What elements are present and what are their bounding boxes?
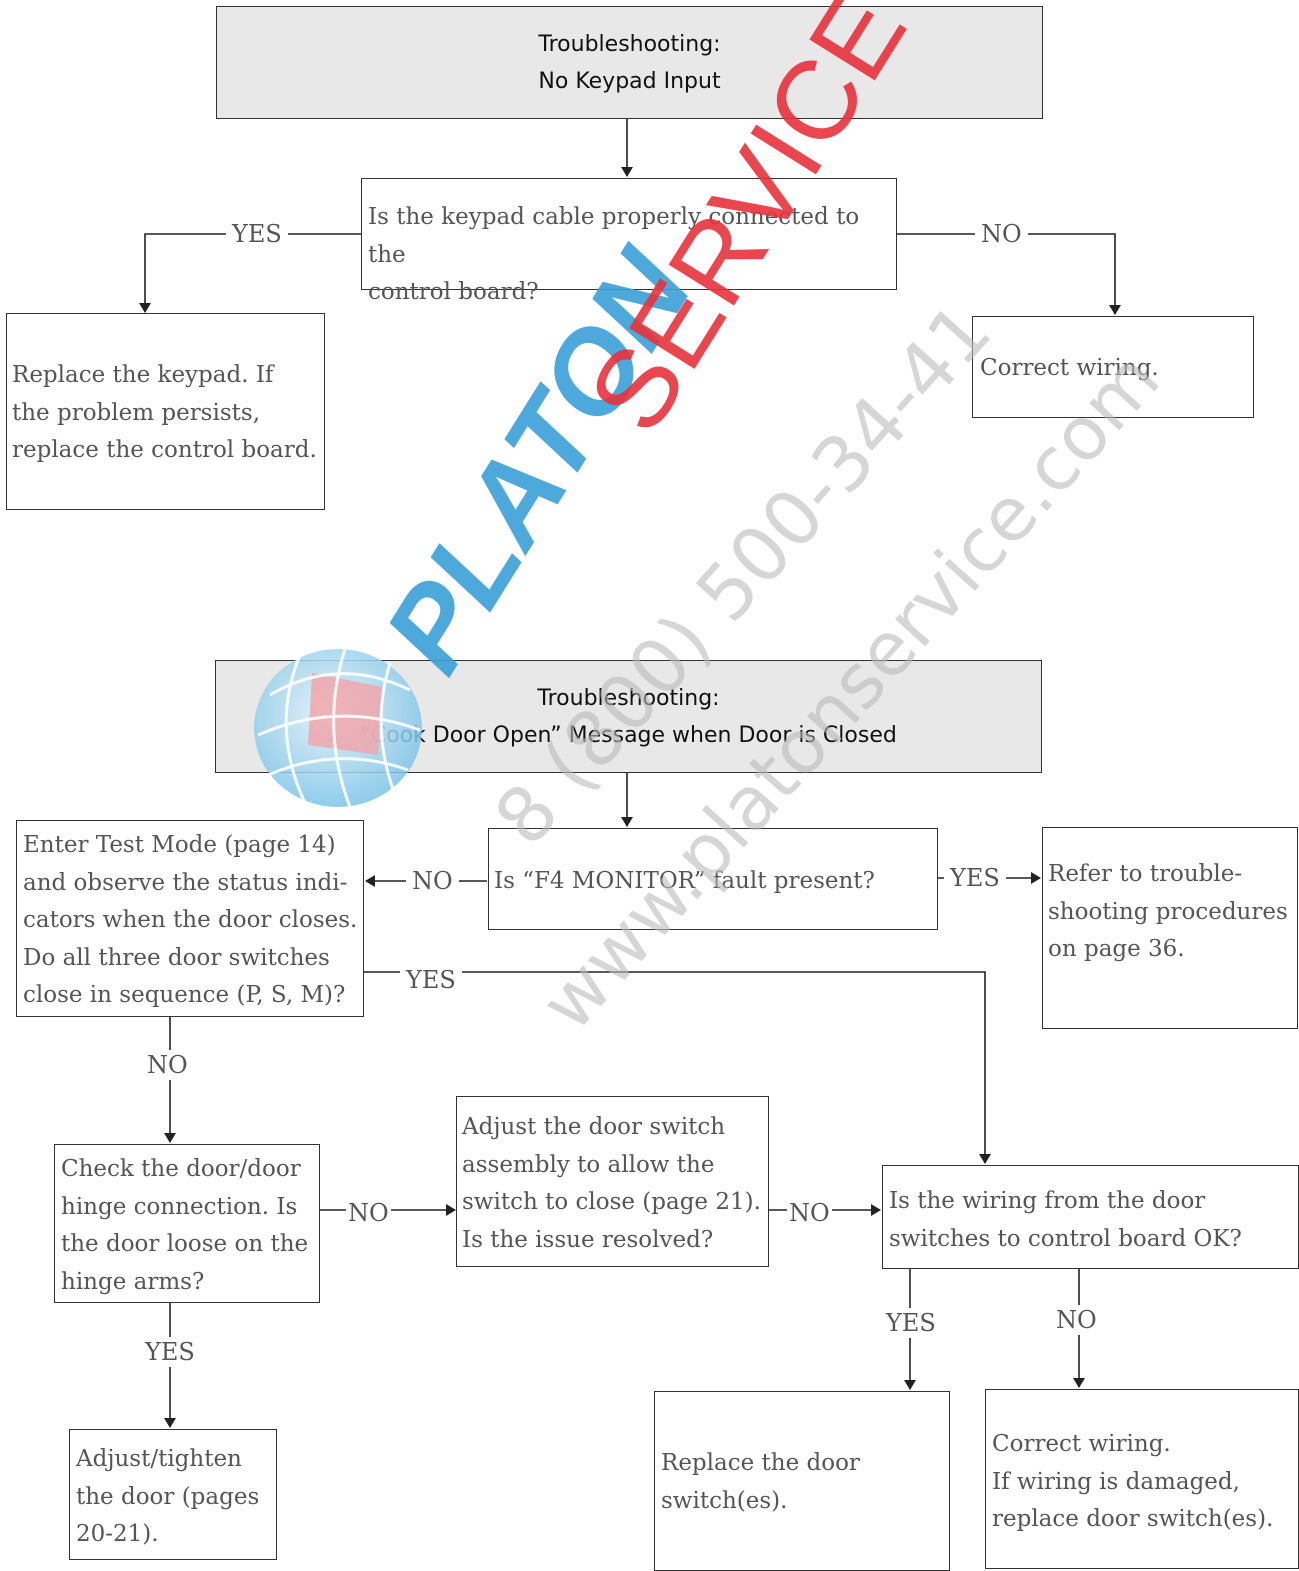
question-f4-monitor-text: Is “F4 MONITOR” fault present? [494,868,875,894]
question-door-hinge: Check the door/door hinge connection. Is… [54,1144,320,1303]
label-yes-f4: YES [944,863,1006,893]
label-no-q1: NO [975,219,1028,249]
label-no-wiring: NO [1050,1305,1103,1335]
action-replace-keypad-text: Replace the keypad. If the problem persi… [12,362,317,463]
action-correct-wiring: Correct wiring. [972,316,1254,418]
action-adjust-tighten-door: Adjust/tighten the door (pages 20-21). [69,1429,277,1560]
label-yes-test: YES [400,965,462,995]
label-yes-wiring: YES [880,1308,942,1338]
action-adjust-tighten-door-text: Adjust/tighten the door (pages 20-21). [76,1446,260,1547]
label-no-hinge: NO [346,1198,391,1228]
title2-line1: Troubleshooting: [537,685,720,711]
line-test-yes [364,971,991,1164]
question-wiring-ok-text: Is the wiring from the door switches to … [889,1188,1242,1252]
title-box-no-keypad: Troubleshooting: No Keypad Input [216,6,1043,119]
action-adjust-switch-text: Adjust the door switch assembly to allow… [462,1114,761,1253]
title2-line2: “Cook Door Open” Message when Door is Cl… [360,722,897,748]
action-replace-door-switch: Replace the door switch(es). [654,1391,950,1571]
label-no-f4: NO [406,866,459,896]
action-correct-wiring-2: Correct wiring. If wiring is damaged, re… [985,1389,1299,1569]
title-line1: Troubleshooting: [538,31,721,57]
question-test-mode: Enter Test Mode (page 14) and observe th… [16,820,364,1017]
question-f4-monitor: Is “F4 MONITOR” fault present? [488,828,938,930]
action-refer-page-36: Refer to trouble- shooting procedures on… [1042,827,1298,1029]
action-adjust-switch: Adjust the door switch assembly to allow… [456,1096,769,1267]
label-no-adjust: NO [787,1198,832,1228]
line-q1-yes [139,233,362,313]
label-yes-hinge: YES [139,1337,201,1367]
label-no-test: NO [141,1050,194,1080]
action-replace-door-switch-text: Replace the door switch(es). [661,1450,860,1514]
question-keypad-cable: Is the keypad cable properly connected t… [361,178,897,305]
label-yes-q1: YES [226,219,288,249]
question-test-mode-text: Enter Test Mode (page 14) and observe th… [23,832,358,1008]
line-q1-no [896,233,1121,315]
question-door-hinge-text: Check the door/door hinge connection. Is… [61,1156,309,1295]
action-replace-keypad: Replace the keypad. If the problem persi… [6,313,325,510]
question-wiring-ok: Is the wiring from the door switches to … [882,1165,1299,1269]
title-box-cook-door-open: Troubleshooting: “Cook Door Open” Messag… [215,660,1042,773]
question-keypad-cable-text: Is the keypad cable properly connected t… [368,204,860,305]
action-refer-page-36-text: Refer to trouble- shooting procedures on… [1048,861,1288,962]
action-correct-wiring-text: Correct wiring. [980,355,1159,381]
title-line2: No Keypad Input [538,68,721,94]
action-correct-wiring-2-text: Correct wiring. If wiring is damaged, re… [992,1431,1274,1532]
